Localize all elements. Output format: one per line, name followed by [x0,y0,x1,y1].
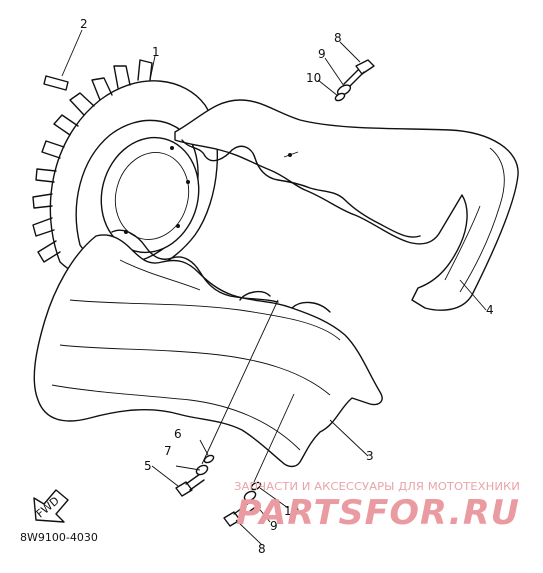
washer-9-lower [243,490,257,502]
callout-5: 5 [144,459,152,473]
callout-4: 4 [486,303,494,317]
callout-2: 2 [80,17,88,31]
upper-shroud [174,99,519,311]
callout-8-upper: 8 [334,31,342,45]
watermark: ЗАПЧАСТИ И АКСЕССУАРЫ ДЛЯ МОТОТЕХНИКИ PA… [234,481,520,533]
drawing-code: 8W9100-4030 [20,531,98,544]
leader-lines [61,29,487,546]
callout-8-lower: 8 [258,542,266,556]
forward-arrow: FWD [33,489,69,523]
callout-3: 3 [366,449,374,463]
pin-2 [43,75,69,91]
bolt-8-lower [223,501,255,527]
bolt-8-upper [343,59,375,87]
bolt-5 [175,473,205,497]
washer-7 [195,464,209,476]
lower-shroud [33,229,383,468]
callout-10-lower: 10 [284,504,299,518]
callout-6: 6 [174,427,182,441]
callout-9-upper: 9 [318,47,326,61]
washer-10-upper [334,92,346,102]
washer-9-upper [336,84,352,96]
watermark-logo: PARTSFOR.RU [236,493,520,533]
washer-10-lower [250,481,262,491]
callout-labels: 1 2 3 4 5 6 7 8 9 10 8 9 10 [80,17,494,556]
callout-1: 1 [152,45,160,59]
washer-6 [203,454,215,464]
callout-9-lower: 9 [270,519,278,533]
callout-7: 7 [164,444,172,458]
watermark-tagline: ЗАПЧАСТИ И АКСЕССУАРЫ ДЛЯ МОТОТЕХНИКИ [234,481,520,493]
callout-10-upper: 10 [306,71,321,85]
